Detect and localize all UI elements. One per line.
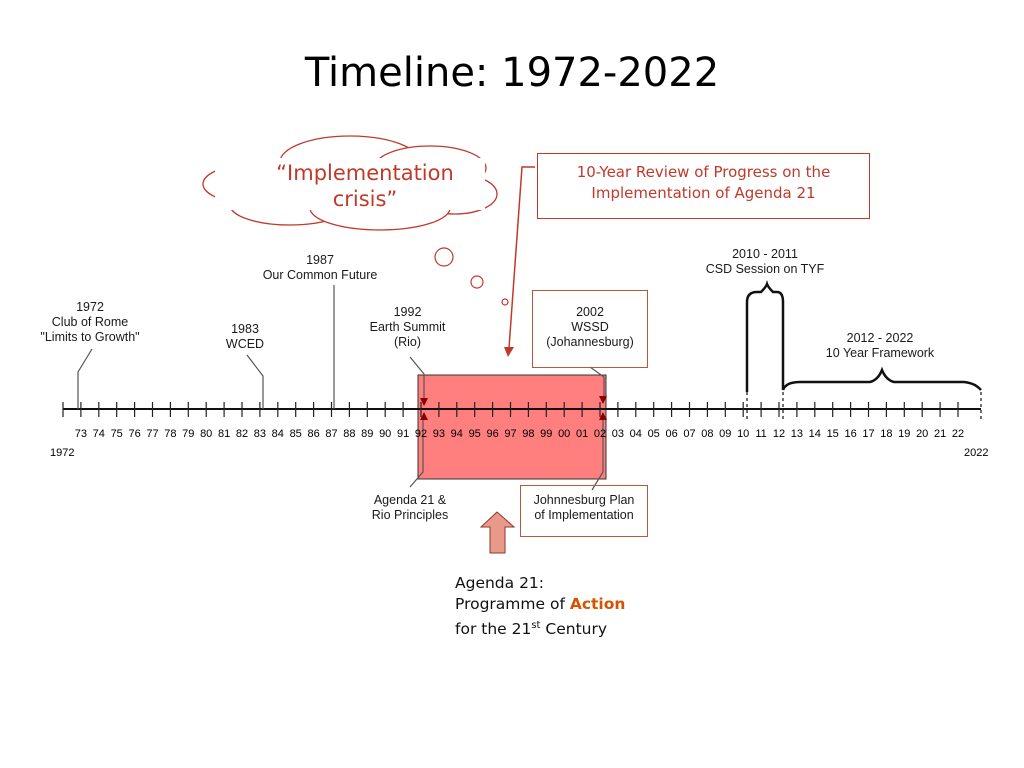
framework-curve (781, 366, 982, 391)
axis-tick-label: 14 (808, 428, 821, 440)
event-1972: 1972 Club of Rome "Limits to Growth" (40, 300, 140, 344)
thought-bubble-medium (470, 275, 484, 289)
axis-tick-label: 07 (683, 428, 696, 440)
axis-tick-label: 92 (414, 428, 428, 440)
thought-bubble-large (434, 247, 454, 267)
axis-tick-label: 96 (486, 428, 499, 440)
up-arrow (479, 511, 516, 554)
axis-tick-label: 74 (92, 428, 105, 440)
axis-tick-label: 08 (701, 428, 714, 440)
axis-tick-label: 78 (164, 428, 177, 440)
axis-tick-label: 03 (611, 428, 625, 440)
cloud-line-1: “Implementation (276, 161, 454, 185)
axis-tick-label: 73 (74, 428, 88, 440)
event-1983: 1983 WCED (225, 322, 265, 351)
axis-tick-label: 11 (755, 428, 767, 440)
note-line-1: Agenda 21: (455, 574, 545, 592)
axis-tick-label: 98 (522, 428, 535, 440)
event-2010: 2010 - 2011 CSD Session on TYF (705, 247, 825, 276)
axis-tick-label: 87 (325, 428, 338, 440)
event-markers (420, 396, 607, 420)
axis-tick-label: 99 (540, 428, 553, 440)
axis-tick-label: 97 (504, 428, 517, 440)
axis-tick-label: 09 (719, 428, 732, 440)
axis-tick-label: 06 (665, 428, 678, 440)
axis-tick-label: 83 (253, 428, 267, 440)
axis-tick-label: 13 (790, 428, 804, 440)
axis-tick-label: 80 (200, 428, 213, 440)
axis-tick-label: 00 (558, 428, 571, 440)
axis-tick-label: 94 (450, 428, 463, 440)
axis-tick-label: 02 (593, 428, 607, 440)
axis-tick-label: 82 (235, 428, 249, 440)
jpoi-label: Johnnesburg Plan of Implementation (533, 493, 635, 522)
axis-tick-label: 88 (343, 428, 356, 440)
jpoi-box (520, 485, 648, 537)
review-pointer (508, 166, 535, 349)
note-line-2: Programme of Action (455, 595, 626, 613)
review-line-2: Implementation of Agenda 21 (591, 184, 816, 202)
axis-tick-label: 85 (289, 428, 302, 440)
event-2012: 2012 - 2022 10 Year Framework (825, 331, 935, 360)
slide-title: Timeline: 1972-2022 (304, 50, 720, 96)
axis-tick-label: 81 (217, 428, 231, 440)
axis-tick-label: 01 (575, 428, 589, 440)
implementation-crisis-text: “Implementation crisis” (255, 160, 475, 212)
axis-tick-label: 15 (826, 428, 839, 440)
axis-tick-label: 90 (379, 428, 392, 440)
axis-tick-label: 18 (880, 428, 893, 440)
agenda-21-label: Agenda 21 & Rio Principles (371, 493, 449, 522)
ten-year-review-box: 10-Year Review of Progress on the Implem… (537, 153, 870, 219)
axis-end-year: 2022 (964, 447, 989, 459)
event-1992: 1992 Earth Summit (Rio) (369, 305, 446, 349)
event-2002: 2002 WSSD (Johannesburg) (546, 305, 634, 349)
axis-tick-label: 17 (862, 428, 875, 440)
axis-tick-label: 04 (629, 428, 642, 440)
axis-tick-label: 22 (951, 428, 965, 440)
axis-tick-label: 76 (128, 428, 141, 440)
agenda-21-note: Agenda 21: Programme of Action for the 2… (455, 573, 625, 640)
axis-tick-label: 93 (432, 428, 446, 440)
axis-tick-label: 19 (898, 428, 911, 440)
action-word: Action (569, 595, 626, 613)
axis-tick-label: 12 (772, 428, 786, 440)
review-line-1: 10-Year Review of Progress on the (576, 163, 831, 181)
timeline-ticks (62, 402, 959, 417)
axis-tick-label: 77 (146, 428, 159, 440)
axis-tick-label: 79 (182, 428, 195, 440)
thought-bubble-small (501, 298, 509, 306)
axis-tick-label: 16 (844, 428, 857, 440)
axis-tick-label: 84 (271, 428, 284, 440)
note-line-3: for the 21st Century (455, 620, 608, 639)
cloud-line-2: crisis” (332, 187, 398, 211)
axis-tick-label: 05 (647, 428, 660, 440)
axis-tick-label: 89 (361, 428, 374, 440)
framework-dashes (746, 392, 982, 420)
axis-tick-label: 10 (737, 428, 750, 440)
axis-tick-label: 86 (307, 428, 320, 440)
axis-tick-label: 91 (396, 428, 410, 440)
axis-start-year: 1972 (50, 447, 75, 459)
axis-tick-label: 95 (468, 428, 481, 440)
csd-session-curve (745, 280, 785, 392)
implementation-period-highlight (417, 374, 607, 480)
review-pointer-arrowhead (504, 347, 514, 357)
axis-tick-label: 75 (110, 428, 123, 440)
event-leaders (77, 285, 605, 491)
axis-tick-label: 20 (916, 428, 929, 440)
event-1987: 1987 Our Common Future (262, 253, 378, 282)
wssd-box (532, 290, 648, 368)
axis-tick-label: 21 (933, 428, 947, 440)
